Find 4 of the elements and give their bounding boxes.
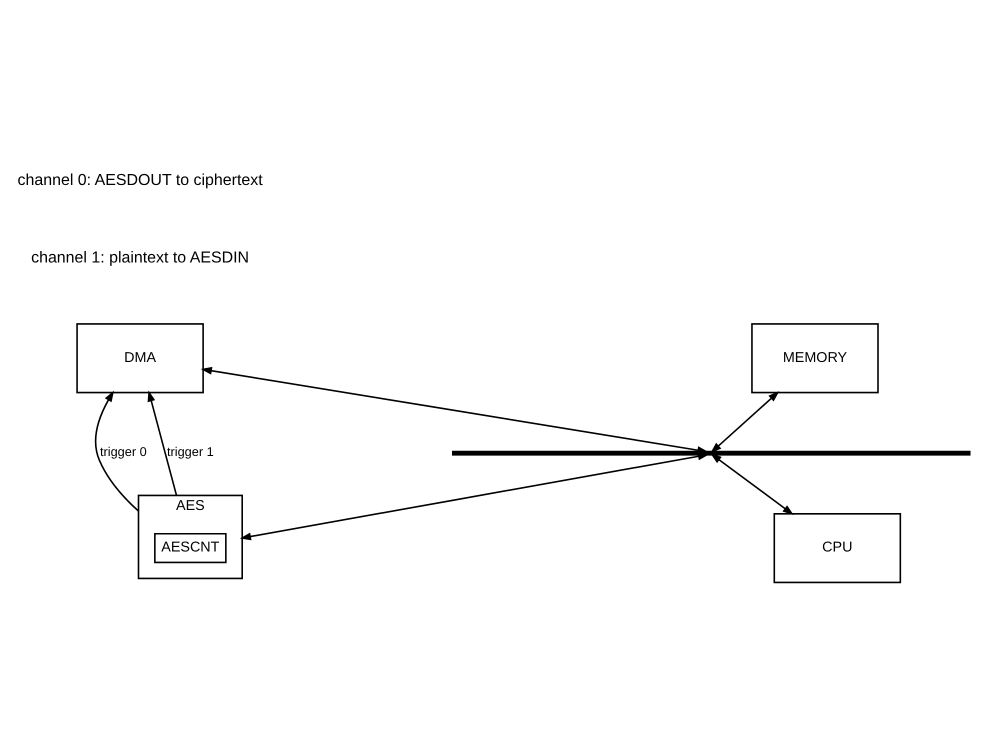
label: channel 1: plaintext to AESDIN	[31, 249, 250, 266]
edge-label: trigger 1	[166, 444, 214, 459]
label: channel 0: AESDOUT to ciphertext	[18, 172, 263, 189]
edge-label: trigger 0	[100, 444, 147, 459]
